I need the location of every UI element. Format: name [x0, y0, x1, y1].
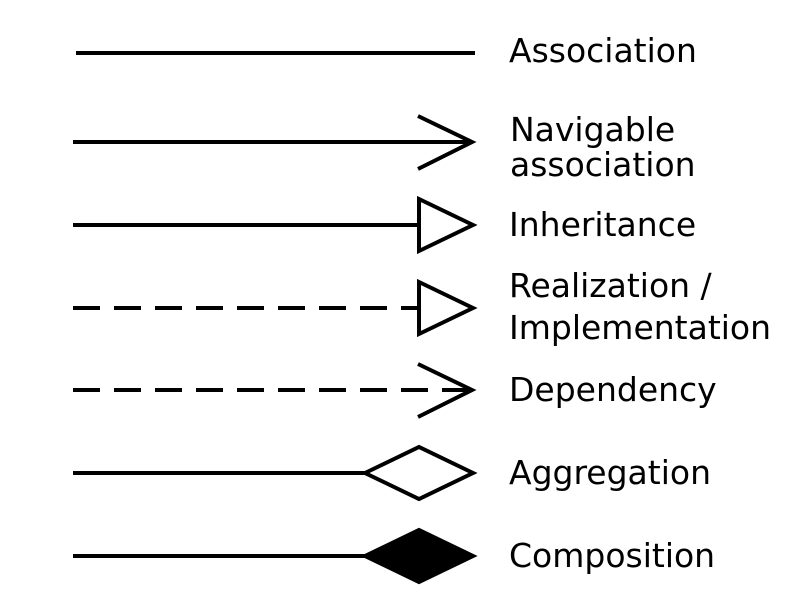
legend-row-navigable-association: Navigable association — [73, 110, 696, 184]
inheritance-label: Inheritance — [509, 205, 696, 244]
hollow-triangle-head-icon — [417, 278, 478, 338]
legend-row-dependency: Dependency — [73, 362, 717, 419]
legend-row-aggregation: Aggregation — [73, 444, 711, 502]
composition-label: Composition — [509, 536, 715, 575]
open-arrowhead-icon — [417, 114, 477, 171]
aggregation-label: Aggregation — [509, 453, 711, 492]
realization-label-line1: Realization / — [509, 266, 713, 305]
open-arrowhead-icon — [417, 362, 477, 419]
legend-row-association: Association — [76, 31, 697, 70]
legend-row-composition: Composition — [73, 527, 715, 585]
hollow-triangle-head-icon — [417, 195, 478, 255]
navigable-association-label-line1: Navigable — [510, 110, 675, 149]
hollow-diamond-head-icon — [360, 444, 478, 502]
filled-diamond-head-icon — [360, 527, 478, 585]
association-label: Association — [509, 31, 697, 70]
navigable-association-label-line2: association — [510, 145, 696, 184]
legend-row-realization: Realization / Implementation — [73, 266, 771, 347]
dependency-label: Dependency — [509, 370, 717, 409]
legend-row-inheritance: Inheritance — [73, 195, 696, 255]
realization-label-line2: Implementation — [509, 308, 771, 347]
